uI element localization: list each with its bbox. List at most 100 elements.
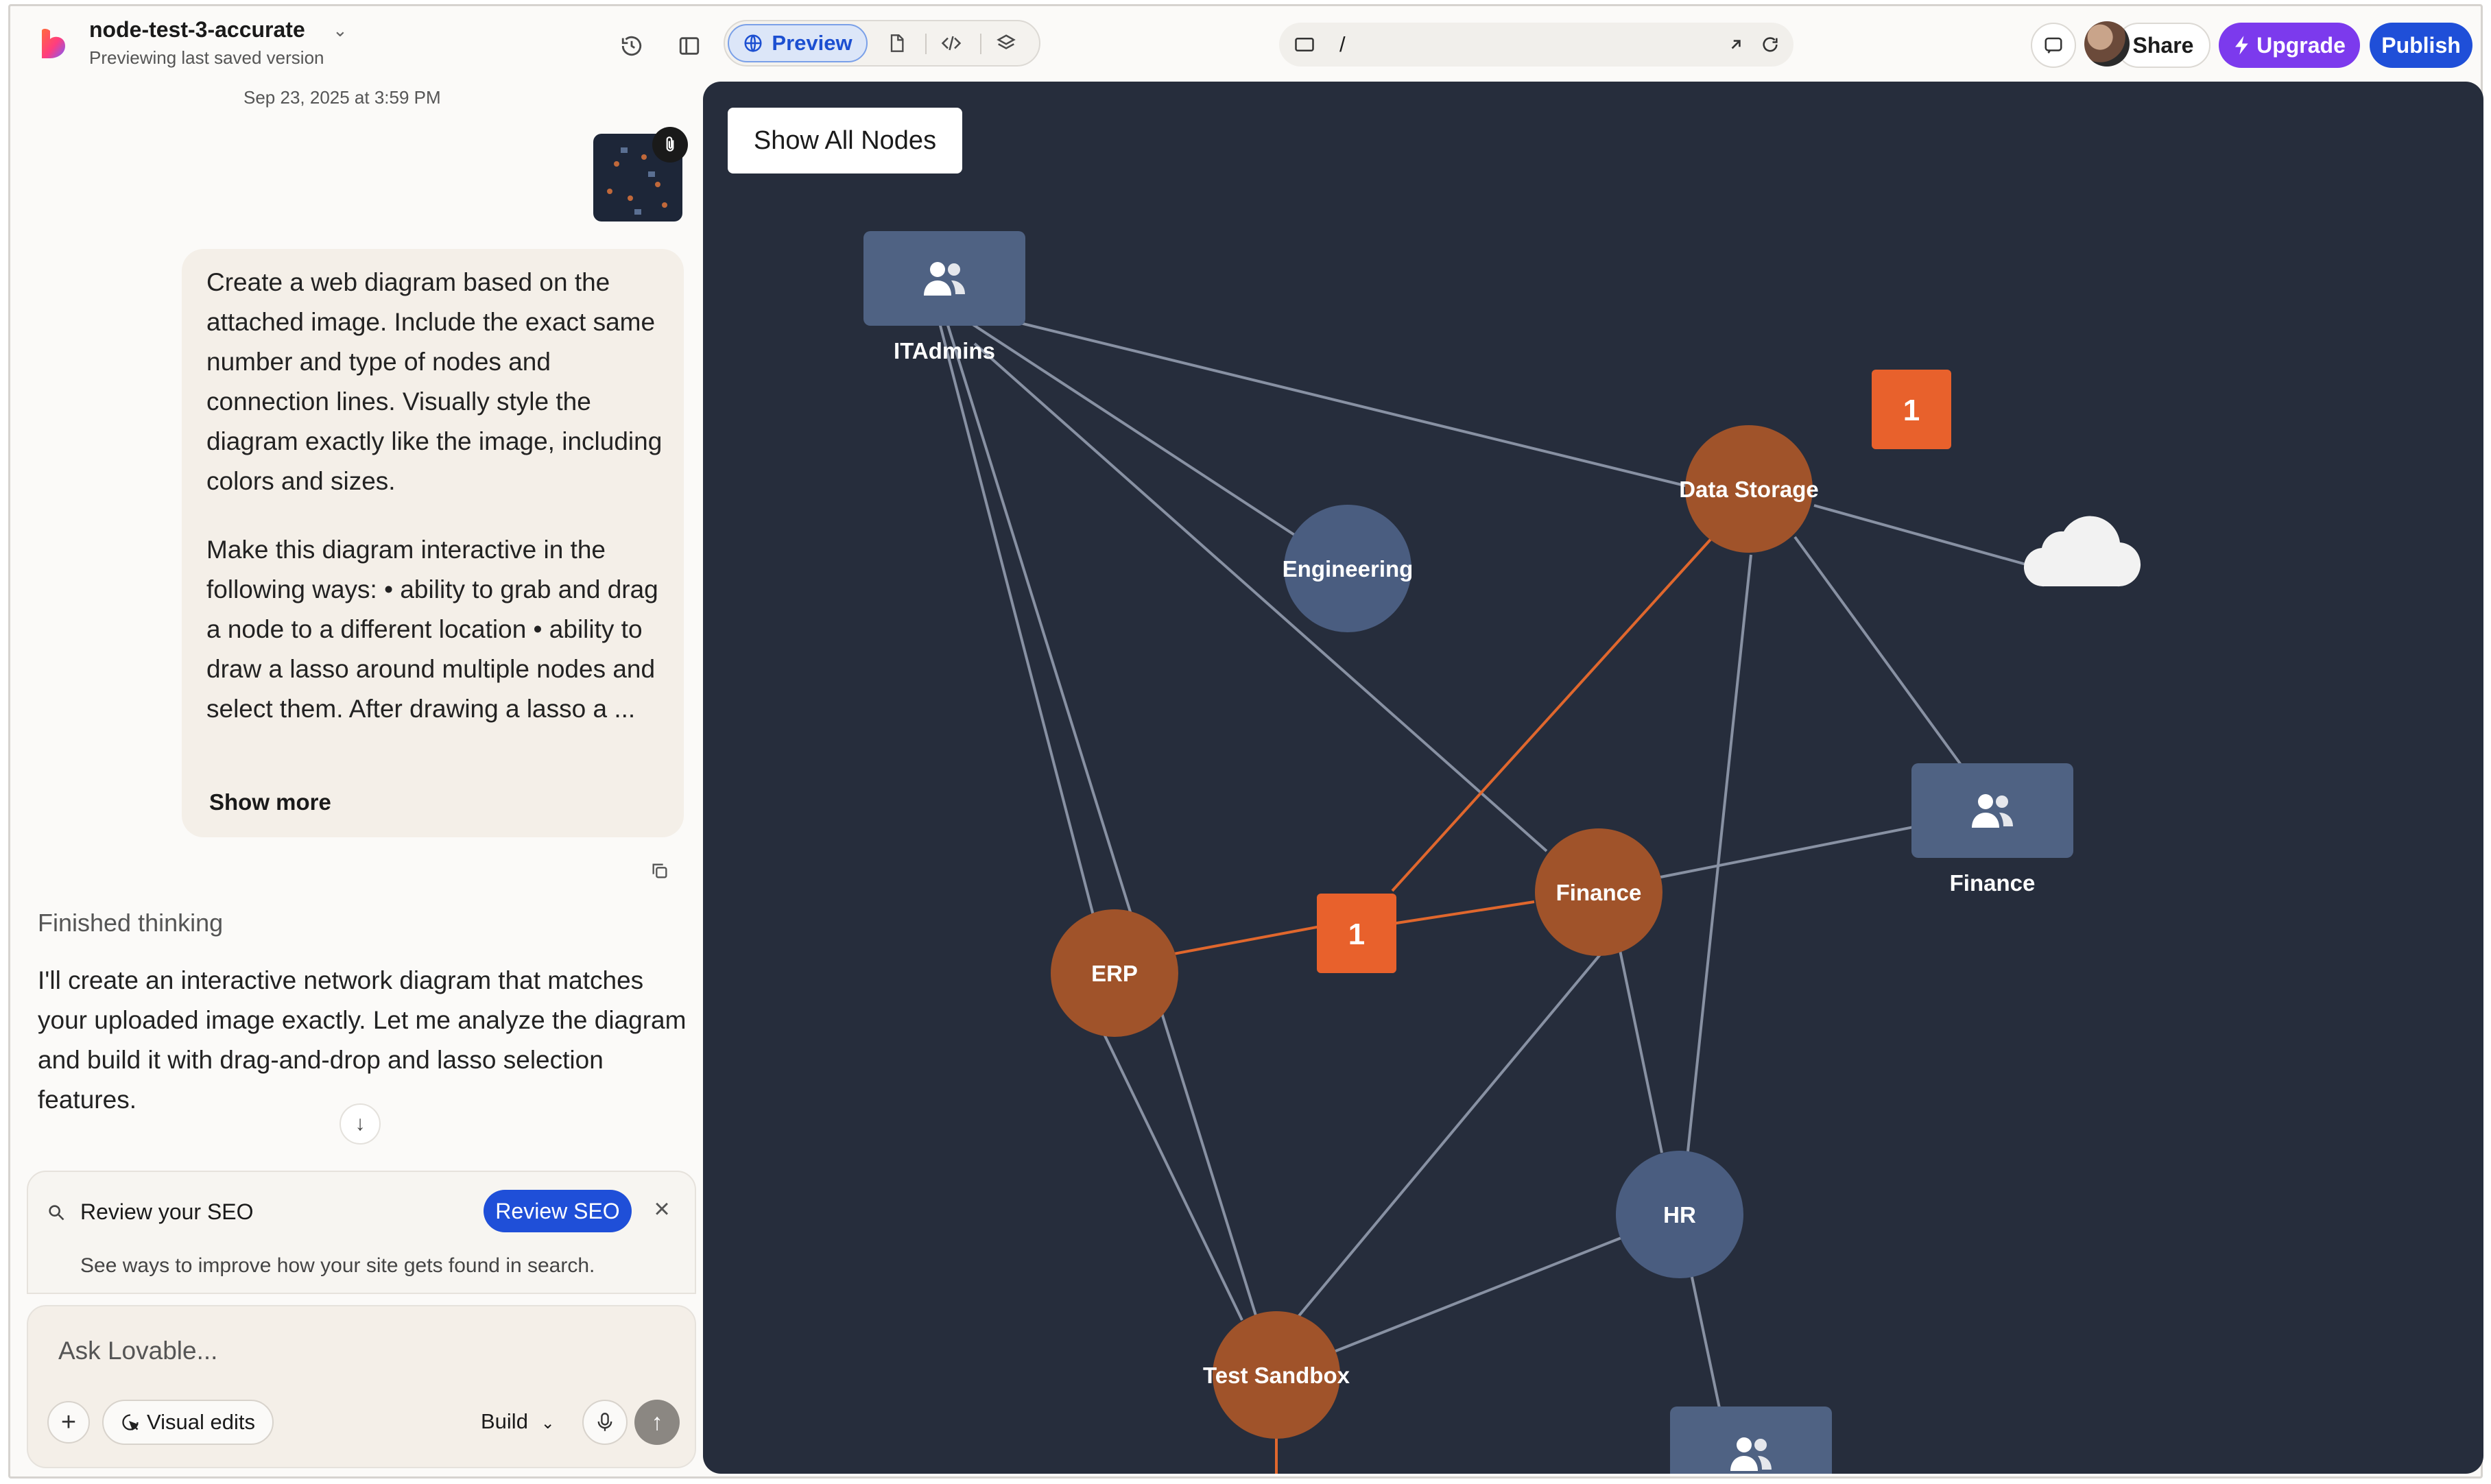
- node-label: Finance: [1950, 870, 2036, 896]
- users-icon: [924, 262, 965, 296]
- edge-active: [1392, 900, 1535, 925]
- cloud-icon: [2023, 516, 2141, 587]
- arrow-down-icon: ↓: [355, 1112, 366, 1135]
- node-label: Data Storage: [1679, 477, 1819, 502]
- users-icon: [1730, 1437, 1772, 1471]
- seo-title: Review your SEO: [80, 1199, 254, 1224]
- node-itadmins[interactable]: ITAdmins: [863, 231, 1025, 363]
- mode-label: Build: [481, 1409, 528, 1433]
- edge: [1689, 1270, 1721, 1409]
- url-path[interactable]: /: [1339, 32, 1346, 56]
- chevron-down-icon: ⌄: [540, 1414, 555, 1433]
- edge: [946, 322, 1260, 1325]
- paperclip-icon: [652, 127, 688, 163]
- edge-active: [1391, 533, 1717, 892]
- chevron-down-icon[interactable]: ⌄: [333, 20, 348, 40]
- attached-image-thumbnail[interactable]: [593, 134, 682, 222]
- badge-label: 1: [1903, 394, 1920, 427]
- preview-button[interactable]: Preview: [728, 24, 868, 62]
- edges: [935, 301, 2031, 1409]
- plus-icon: +: [60, 1407, 77, 1437]
- upgrade-button[interactable]: Upgrade: [2219, 23, 2360, 68]
- edge: [938, 322, 1102, 945]
- refresh-icon[interactable]: [1759, 34, 1781, 56]
- node-bottom-group[interactable]: [1670, 1407, 1832, 1474]
- lightning-icon: [2235, 36, 2248, 55]
- publish-button[interactable]: Publish: [2370, 23, 2472, 68]
- node-hr[interactable]: HR: [1616, 1151, 1743, 1278]
- layers-icon[interactable]: [994, 31, 1018, 56]
- review-seo-button[interactable]: Review SEO: [484, 1190, 632, 1232]
- network-diagram[interactable]: ITAdmins Data Storage Engineering Financ: [703, 82, 2483, 1474]
- chat-input[interactable]: Ask Lovable...: [58, 1337, 218, 1365]
- microphone-button[interactable]: [582, 1400, 628, 1445]
- file-icon[interactable]: [884, 31, 909, 56]
- device-icon[interactable]: [1293, 34, 1316, 56]
- edge: [969, 322, 1301, 540]
- edge: [935, 301, 1705, 492]
- avatar[interactable]: [2084, 21, 2130, 67]
- users-icon: [1972, 794, 2013, 828]
- seo-description: See ways to improve how your site gets f…: [80, 1254, 595, 1277]
- node-label: ERP: [1091, 961, 1138, 986]
- top-bar: node-test-3-accurate ⌄ Previewing last s…: [10, 6, 2481, 77]
- share-label: Share: [2132, 32, 2194, 58]
- node-label: HR: [1663, 1202, 1696, 1228]
- node-test-sandbox[interactable]: Test Sandbox: [1203, 1311, 1350, 1439]
- edge: [1687, 554, 1752, 1152]
- open-external-icon[interactable]: [1725, 34, 1747, 56]
- thinking-status[interactable]: Finished thinking: [38, 909, 224, 937]
- send-button[interactable]: ↑: [634, 1400, 680, 1445]
- chat-composer[interactable]: Ask Lovable... + Visual edits Build ⌄ ↑: [27, 1305, 696, 1468]
- edge: [1326, 1235, 1625, 1356]
- edge: [1793, 536, 1962, 766]
- edge: [1293, 940, 1612, 1323]
- edge: [1660, 824, 1924, 878]
- share-button[interactable]: Share: [2116, 23, 2210, 68]
- node-finance-group[interactable]: Finance: [1911, 763, 2073, 896]
- count-badge-mid[interactable]: 1: [1317, 894, 1396, 973]
- node-cloud[interactable]: [2023, 516, 2141, 587]
- url-bar[interactable]: /: [1279, 23, 1793, 67]
- visual-edits-label: Visual edits: [147, 1410, 255, 1434]
- project-subtitle: Previewing last saved version: [89, 47, 324, 68]
- node-label: ITAdmins: [894, 338, 995, 363]
- project-name[interactable]: node-test-3-accurate: [89, 17, 305, 42]
- history-icon[interactable]: [618, 32, 645, 60]
- arrow-up-icon: ↑: [651, 1409, 663, 1435]
- node-engineering[interactable]: Engineering: [1283, 505, 1414, 632]
- user-message-paragraph-1: Create a web diagram based on the attach…: [206, 268, 663, 495]
- node-data-storage[interactable]: Data Storage: [1679, 425, 1819, 553]
- message-timestamp: Sep 23, 2025 at 3:59 PM: [243, 87, 441, 108]
- publish-label: Publish: [2381, 32, 2461, 58]
- badge-label: 1: [1348, 918, 1365, 951]
- node-erp[interactable]: ERP: [1051, 909, 1178, 1037]
- active-edges: [1129, 533, 1717, 1474]
- node-label: Engineering: [1283, 556, 1414, 582]
- copy-icon[interactable]: [648, 859, 671, 883]
- show-more-link[interactable]: Show more: [209, 789, 331, 815]
- visual-edits-button[interactable]: Visual edits: [102, 1400, 274, 1445]
- scroll-down-button[interactable]: ↓: [339, 1103, 381, 1145]
- seo-suggestion-card: Review your SEO Review SEO × See ways to…: [27, 1171, 696, 1294]
- node-finance[interactable]: Finance: [1535, 828, 1662, 956]
- visual-edits-icon: [122, 1414, 139, 1431]
- add-attachment-button[interactable]: +: [47, 1401, 90, 1444]
- count-badge-top[interactable]: 1: [1872, 370, 1951, 449]
- node-label: Finance: [1556, 880, 1642, 905]
- chat-toggle-button[interactable]: [2031, 23, 2076, 68]
- show-all-nodes-button[interactable]: Show All Nodes: [728, 108, 962, 173]
- search-icon: [45, 1201, 68, 1224]
- show-all-nodes-label: Show All Nodes: [753, 125, 937, 155]
- lovable-logo-icon[interactable]: [36, 27, 71, 61]
- edge: [1813, 504, 2031, 567]
- close-icon[interactable]: ×: [654, 1193, 670, 1224]
- divider: [980, 34, 981, 54]
- diagram-canvas[interactable]: ITAdmins Data Storage Engineering Financ: [703, 82, 2483, 1474]
- user-message-paragraph-2: Make this diagram interactive in the fol…: [206, 536, 658, 723]
- code-icon[interactable]: [939, 31, 964, 56]
- sidebar-toggle-icon[interactable]: [676, 32, 703, 60]
- mode-select[interactable]: Build ⌄: [481, 1409, 555, 1434]
- divider: [925, 34, 927, 54]
- preview-label: Preview: [772, 31, 853, 55]
